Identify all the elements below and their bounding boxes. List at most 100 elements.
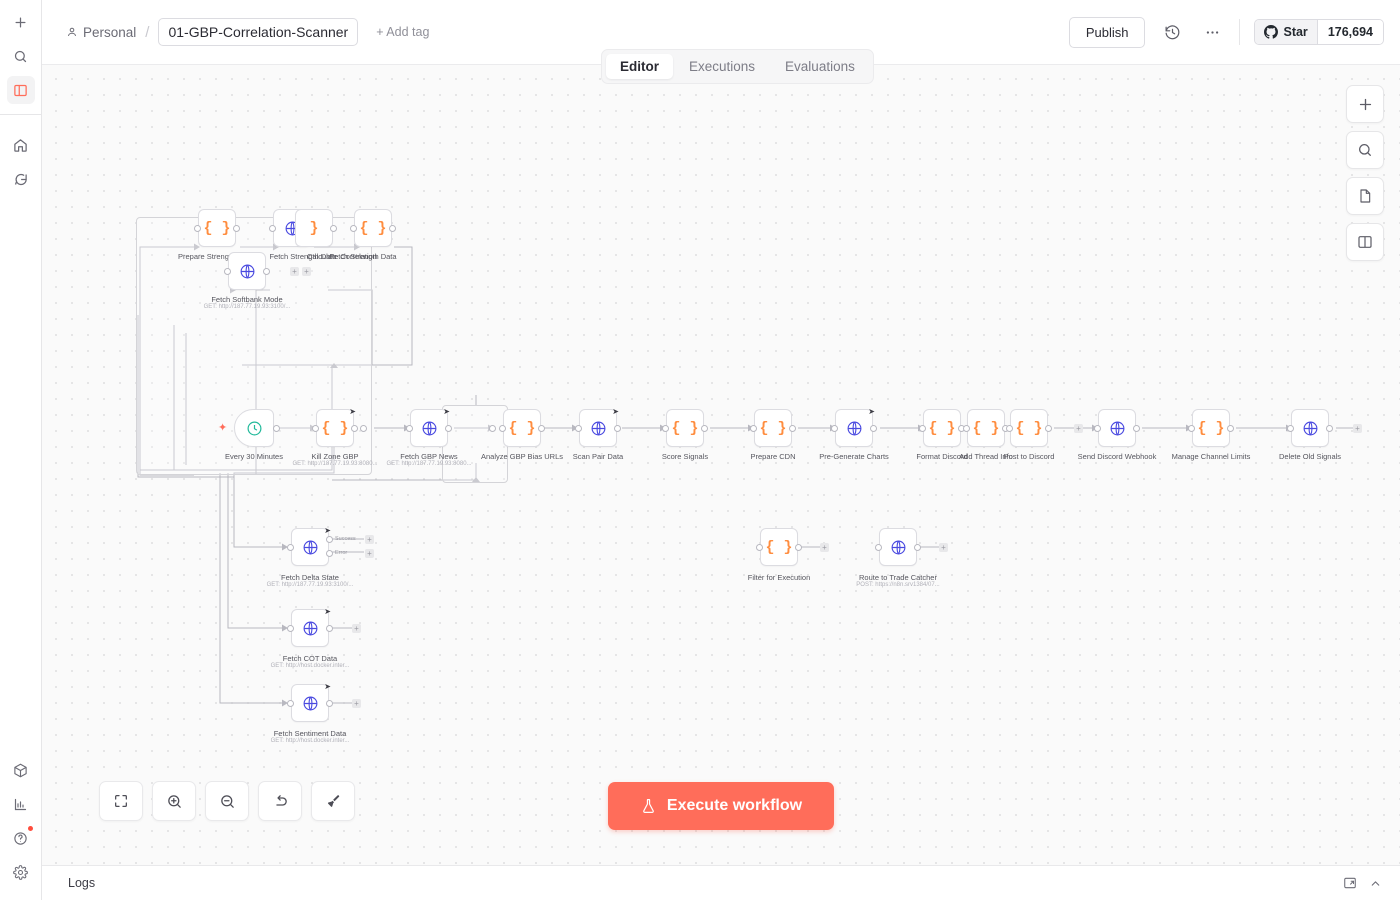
node-delete-old-signals[interactable]: + Delete Old Signals <box>1279 409 1362 461</box>
output-port[interactable] <box>445 424 452 432</box>
node-box[interactable] <box>835 409 873 447</box>
node-post-to-discord[interactable]: { } + Post to Discord <box>1004 409 1083 461</box>
zoom-to-fit-button[interactable] <box>99 781 143 821</box>
add-node-port[interactable]: + <box>352 698 361 708</box>
node-box[interactable]: { } <box>198 209 236 247</box>
node-box[interactable] <box>291 528 329 566</box>
zoom-in-button[interactable] <box>152 781 196 821</box>
output-port[interactable] <box>389 224 396 232</box>
toggle-sidepanel-button[interactable] <box>1346 223 1384 261</box>
node-filter-for-execution[interactable]: { } + Filter for Execution <box>748 528 829 582</box>
output-port-error[interactable] <box>326 550 333 557</box>
node-calculate-correlation[interactable]: } Calculate Correlation <box>295 209 377 261</box>
node-kill-zone-gbp[interactable]: { } ➤ Kill Zone GBP GET: http://187.77.1… <box>292 407 377 467</box>
input-port[interactable] <box>963 424 970 432</box>
input-port[interactable] <box>1188 424 1195 432</box>
node-manage-channel-limits[interactable]: { } Manage Channel Limits <box>1172 409 1250 461</box>
history-clock-icon[interactable] <box>1159 19 1185 45</box>
node-box[interactable] <box>234 409 274 447</box>
add-node-port[interactable]: + <box>290 266 299 276</box>
output-port[interactable] <box>330 224 337 232</box>
node-box[interactable]: { } <box>666 409 704 447</box>
input-port[interactable] <box>287 543 294 551</box>
input-port[interactable] <box>287 624 294 632</box>
node-box[interactable]: { } <box>316 409 354 447</box>
workflow-canvas[interactable]: { } Prepare Strength URLs Fetch Strength… <box>42 65 1400 865</box>
node-box[interactable] <box>1291 409 1329 447</box>
output-port[interactable] <box>1326 424 1333 432</box>
node-analyze-bias-urls[interactable]: { } Analyze GBP Bias URLs <box>481 409 563 461</box>
publish-button[interactable]: Publish <box>1068 16 1146 48</box>
add-node-port[interactable]: + <box>1353 423 1362 433</box>
node-fetch-cot-data[interactable]: ➤ + Fetch COT Data GET: http://host.dock… <box>271 607 361 669</box>
add-node-port-error[interactable]: + <box>365 549 374 558</box>
node-prepare-strength-urls[interactable]: { } Prepare Strength URLs <box>178 209 256 261</box>
insights-chart-icon[interactable] <box>7 790 35 818</box>
output-port[interactable] <box>326 699 333 707</box>
node-every-30-minutes[interactable]: ✦ Every 30 Minutes <box>218 409 283 461</box>
node-box[interactable] <box>1098 409 1136 447</box>
input-port[interactable] <box>662 424 669 432</box>
node-route-to-trade-catcher[interactable]: + Route to Trade Catcher POST: https://n… <box>856 528 948 588</box>
execute-workflow-button[interactable]: Execute workflow <box>607 782 835 830</box>
node-box[interactable]: { } <box>923 409 961 447</box>
home-icon[interactable] <box>7 131 35 159</box>
add-node-port[interactable]: + <box>820 542 829 552</box>
node-box[interactable] <box>410 409 448 447</box>
search-icon[interactable] <box>7 42 35 70</box>
add-node-port[interactable]: + <box>939 542 948 552</box>
tidy-up-button[interactable] <box>311 781 355 821</box>
input-port[interactable] <box>350 224 357 232</box>
node-box[interactable]: { } <box>503 409 541 447</box>
github-star-button[interactable]: Star <box>1255 20 1317 44</box>
output-port-success[interactable] <box>326 536 333 543</box>
output-port[interactable] <box>263 267 270 275</box>
reset-zoom-button[interactable] <box>258 781 302 821</box>
output-port[interactable] <box>614 424 621 432</box>
chat-icon[interactable] <box>7 165 35 193</box>
output-port[interactable] <box>538 424 545 432</box>
input-port[interactable] <box>1094 424 1101 432</box>
input-port[interactable] <box>875 543 882 551</box>
node-prepare-cdn[interactable]: { } Prepare CDN <box>750 409 796 461</box>
help-icon[interactable] <box>7 824 35 852</box>
output-port[interactable] <box>914 543 921 551</box>
add-node-port-2[interactable]: + <box>302 266 311 276</box>
output-port[interactable] <box>1227 424 1234 432</box>
node-add-thread-info[interactable]: { } Add Thread Info <box>959 409 1013 461</box>
output-port-2[interactable] <box>360 424 367 432</box>
logs-bar[interactable]: Logs <box>42 865 1400 900</box>
github-star-widget[interactable]: Star 176,694 <box>1254 19 1384 45</box>
node-box[interactable] <box>291 609 329 647</box>
add-node-port-success[interactable]: + <box>365 535 374 544</box>
add-node-port[interactable]: + <box>1074 423 1083 433</box>
add-icon[interactable] <box>7 8 35 36</box>
input-port[interactable] <box>831 424 838 432</box>
output-port[interactable] <box>870 424 877 432</box>
node-box[interactable]: } <box>295 209 333 247</box>
notes-button[interactable] <box>1346 177 1384 215</box>
settings-gear-icon[interactable] <box>7 858 35 886</box>
output-port[interactable] <box>795 543 802 551</box>
node-box[interactable] <box>228 252 266 290</box>
node-format-discord[interactable]: { } Format Discord <box>916 409 968 461</box>
add-tag-button[interactable]: + Add tag <box>376 25 430 39</box>
input-port[interactable] <box>1287 424 1294 432</box>
node-box[interactable] <box>879 528 917 566</box>
node-box[interactable]: { } <box>760 528 798 566</box>
node-send-discord-webhook[interactable]: Send Discord Webhook <box>1078 409 1156 461</box>
input-port[interactable] <box>194 224 201 232</box>
project-breadcrumb[interactable]: Personal <box>66 25 136 40</box>
node-fetch-sentiment-data[interactable]: ➤ + Fetch Sentiment Data GET: http://hos… <box>271 682 361 744</box>
output-port[interactable] <box>789 424 796 432</box>
workflow-name-input[interactable]: 01-GBP-Correlation-Scanner <box>158 18 359 46</box>
node-fetch-gbp-news[interactable]: ➤ Fetch GBP News GET: http://187.77.19.9… <box>386 407 471 467</box>
node-score-signals[interactable]: { } Score Signals <box>662 409 708 461</box>
node-box[interactable]: { } <box>967 409 1005 447</box>
input-port[interactable] <box>499 424 506 432</box>
search-nodes-button[interactable] <box>1346 131 1384 169</box>
node-box[interactable] <box>291 684 329 722</box>
templates-box-icon[interactable] <box>7 756 35 784</box>
node-fetch-delta-state[interactable]: ➤ Success Error + + Fetch Delta State GE… <box>267 526 374 588</box>
input-port[interactable] <box>406 424 413 432</box>
